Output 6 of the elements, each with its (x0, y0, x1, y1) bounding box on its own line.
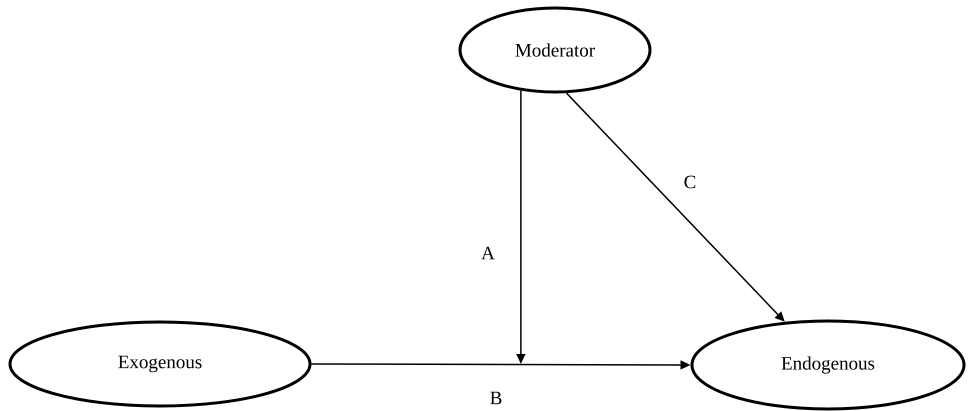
edge-label: C (684, 176, 696, 188)
ellipse-node: Endogenous (690, 320, 966, 410)
edge-label: B (490, 392, 502, 404)
ellipse-node: Moderator (458, 6, 652, 94)
ellipse-node: Exogenous (8, 320, 312, 408)
edge-label: A (481, 246, 495, 260)
